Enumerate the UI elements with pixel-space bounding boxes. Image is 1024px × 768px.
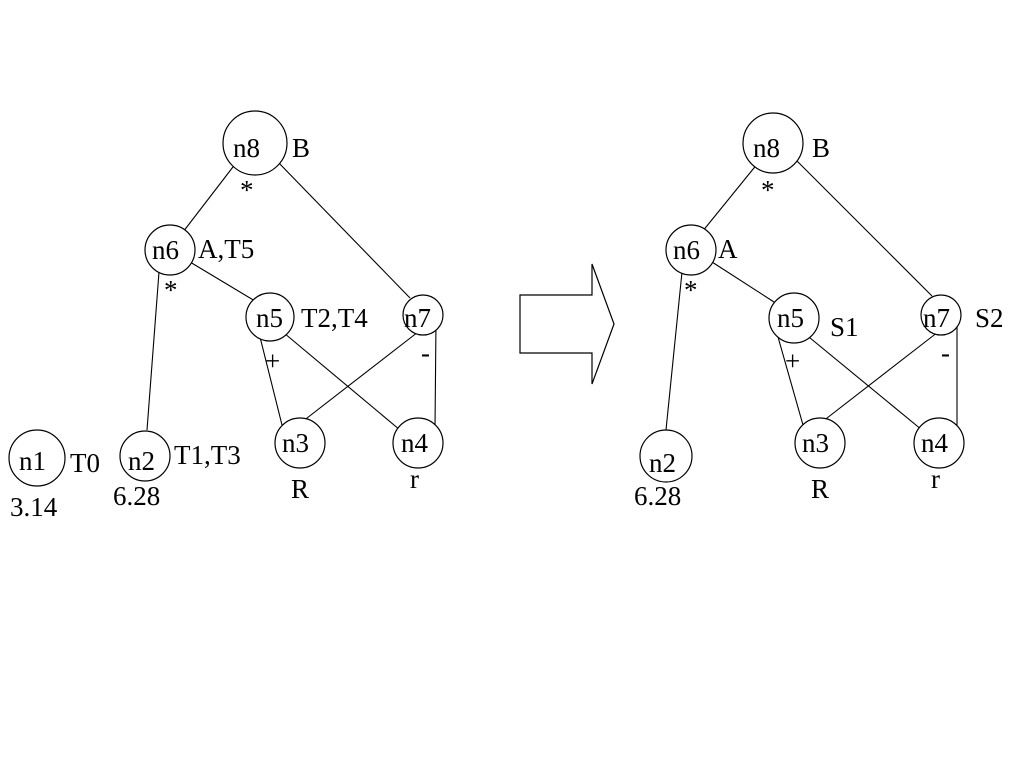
left-dag: n8 n6 n5 n7 n3 n4 n1 n2 B A,T5 T2,T4 T0 … (8, 110, 444, 522)
node-n6-operator: * (684, 275, 698, 305)
edge-n6-n5 (189, 261, 256, 302)
edge-n8-n6 (701, 162, 759, 233)
node-n5-annotation: T2,T4 (301, 303, 368, 333)
node-n6-annotation: A (718, 234, 738, 264)
node-n7-label: n7 (923, 303, 950, 333)
node-n2-label: n2 (649, 448, 676, 478)
node-n7-operator: - (941, 338, 950, 368)
node-n6-annotation: A,T5 (198, 234, 254, 264)
node-n7 (920, 294, 962, 336)
node-n6-label: n6 (152, 235, 179, 265)
edge-n6-n2 (146, 271, 160, 431)
node-n4-label: n4 (921, 428, 949, 458)
node-n8 (742, 112, 804, 174)
node-n8-operator: * (761, 175, 775, 205)
node-n7 (402, 294, 444, 336)
node-n5 (245, 292, 295, 342)
node-n2 (119, 430, 171, 482)
node-n2-label: n2 (128, 446, 155, 476)
edge-n7-n4 (434, 321, 437, 429)
node-n6 (665, 224, 717, 276)
transform-arrow-icon (519, 263, 615, 385)
node-n4-label: n4 (401, 428, 429, 458)
node-n1-value: 3.14 (10, 492, 58, 522)
edge-n6-n2 (665, 271, 683, 431)
node-n2-value: 6.28 (634, 481, 681, 511)
edge-n5-n3 (259, 336, 283, 426)
right-dag: n8 n6 n5 n7 n3 n4 n2 B A S1 S2 * * + - R… (634, 112, 1004, 511)
node-n5-annotation: S1 (830, 312, 859, 342)
node-n4-value: r (931, 464, 940, 494)
edge-n5-n4 (803, 332, 923, 431)
node-n7-operator: - (421, 338, 430, 368)
edge-n6-n5 (711, 261, 775, 303)
node-n7-annotation: S2 (975, 303, 1004, 333)
node-n1 (8, 429, 66, 487)
node-n2 (639, 429, 693, 483)
node-n5-label: n5 (777, 303, 804, 333)
node-n8-annotation: B (812, 133, 830, 163)
edge-n8-n7 (275, 159, 411, 299)
node-n8-label: n8 (233, 133, 260, 163)
node-n3-value: R (291, 474, 309, 504)
node-n3-label: n3 (282, 428, 309, 458)
node-n8-label: n8 (753, 133, 780, 163)
node-n5-operator: + (785, 346, 800, 376)
node-n5-label: n5 (256, 303, 283, 333)
node-n8-annotation: B (292, 133, 310, 163)
node-n4-value: r (410, 464, 419, 494)
node-n6 (144, 224, 196, 276)
node-n3 (794, 417, 846, 469)
node-n7-label: n7 (404, 303, 431, 333)
node-n6-label: n6 (673, 235, 700, 265)
node-n1-annotation: T0 (70, 448, 100, 478)
node-n2-value: 6.28 (113, 481, 160, 511)
node-n3 (274, 417, 326, 469)
node-n4 (392, 417, 444, 469)
node-n3-label: n3 (802, 428, 829, 458)
edge-n5-n4 (283, 332, 401, 431)
edge-n7-n3 (297, 331, 419, 426)
node-n1-label: n1 (19, 446, 46, 476)
edge-n8-n7 (795, 159, 933, 297)
node-n4 (913, 417, 965, 469)
edge-n5-n3 (777, 336, 804, 426)
node-n3-value: R (811, 474, 829, 504)
edge-n7-n3 (817, 331, 939, 426)
node-n5 (768, 292, 820, 344)
edge-n8-n6 (182, 162, 237, 233)
node-n6-operator: * (164, 275, 178, 305)
node-n8-operator: * (240, 175, 254, 205)
node-n5-operator: + (265, 346, 280, 376)
node-n2-annotation: T1,T3 (174, 440, 241, 470)
node-n8 (222, 110, 288, 176)
